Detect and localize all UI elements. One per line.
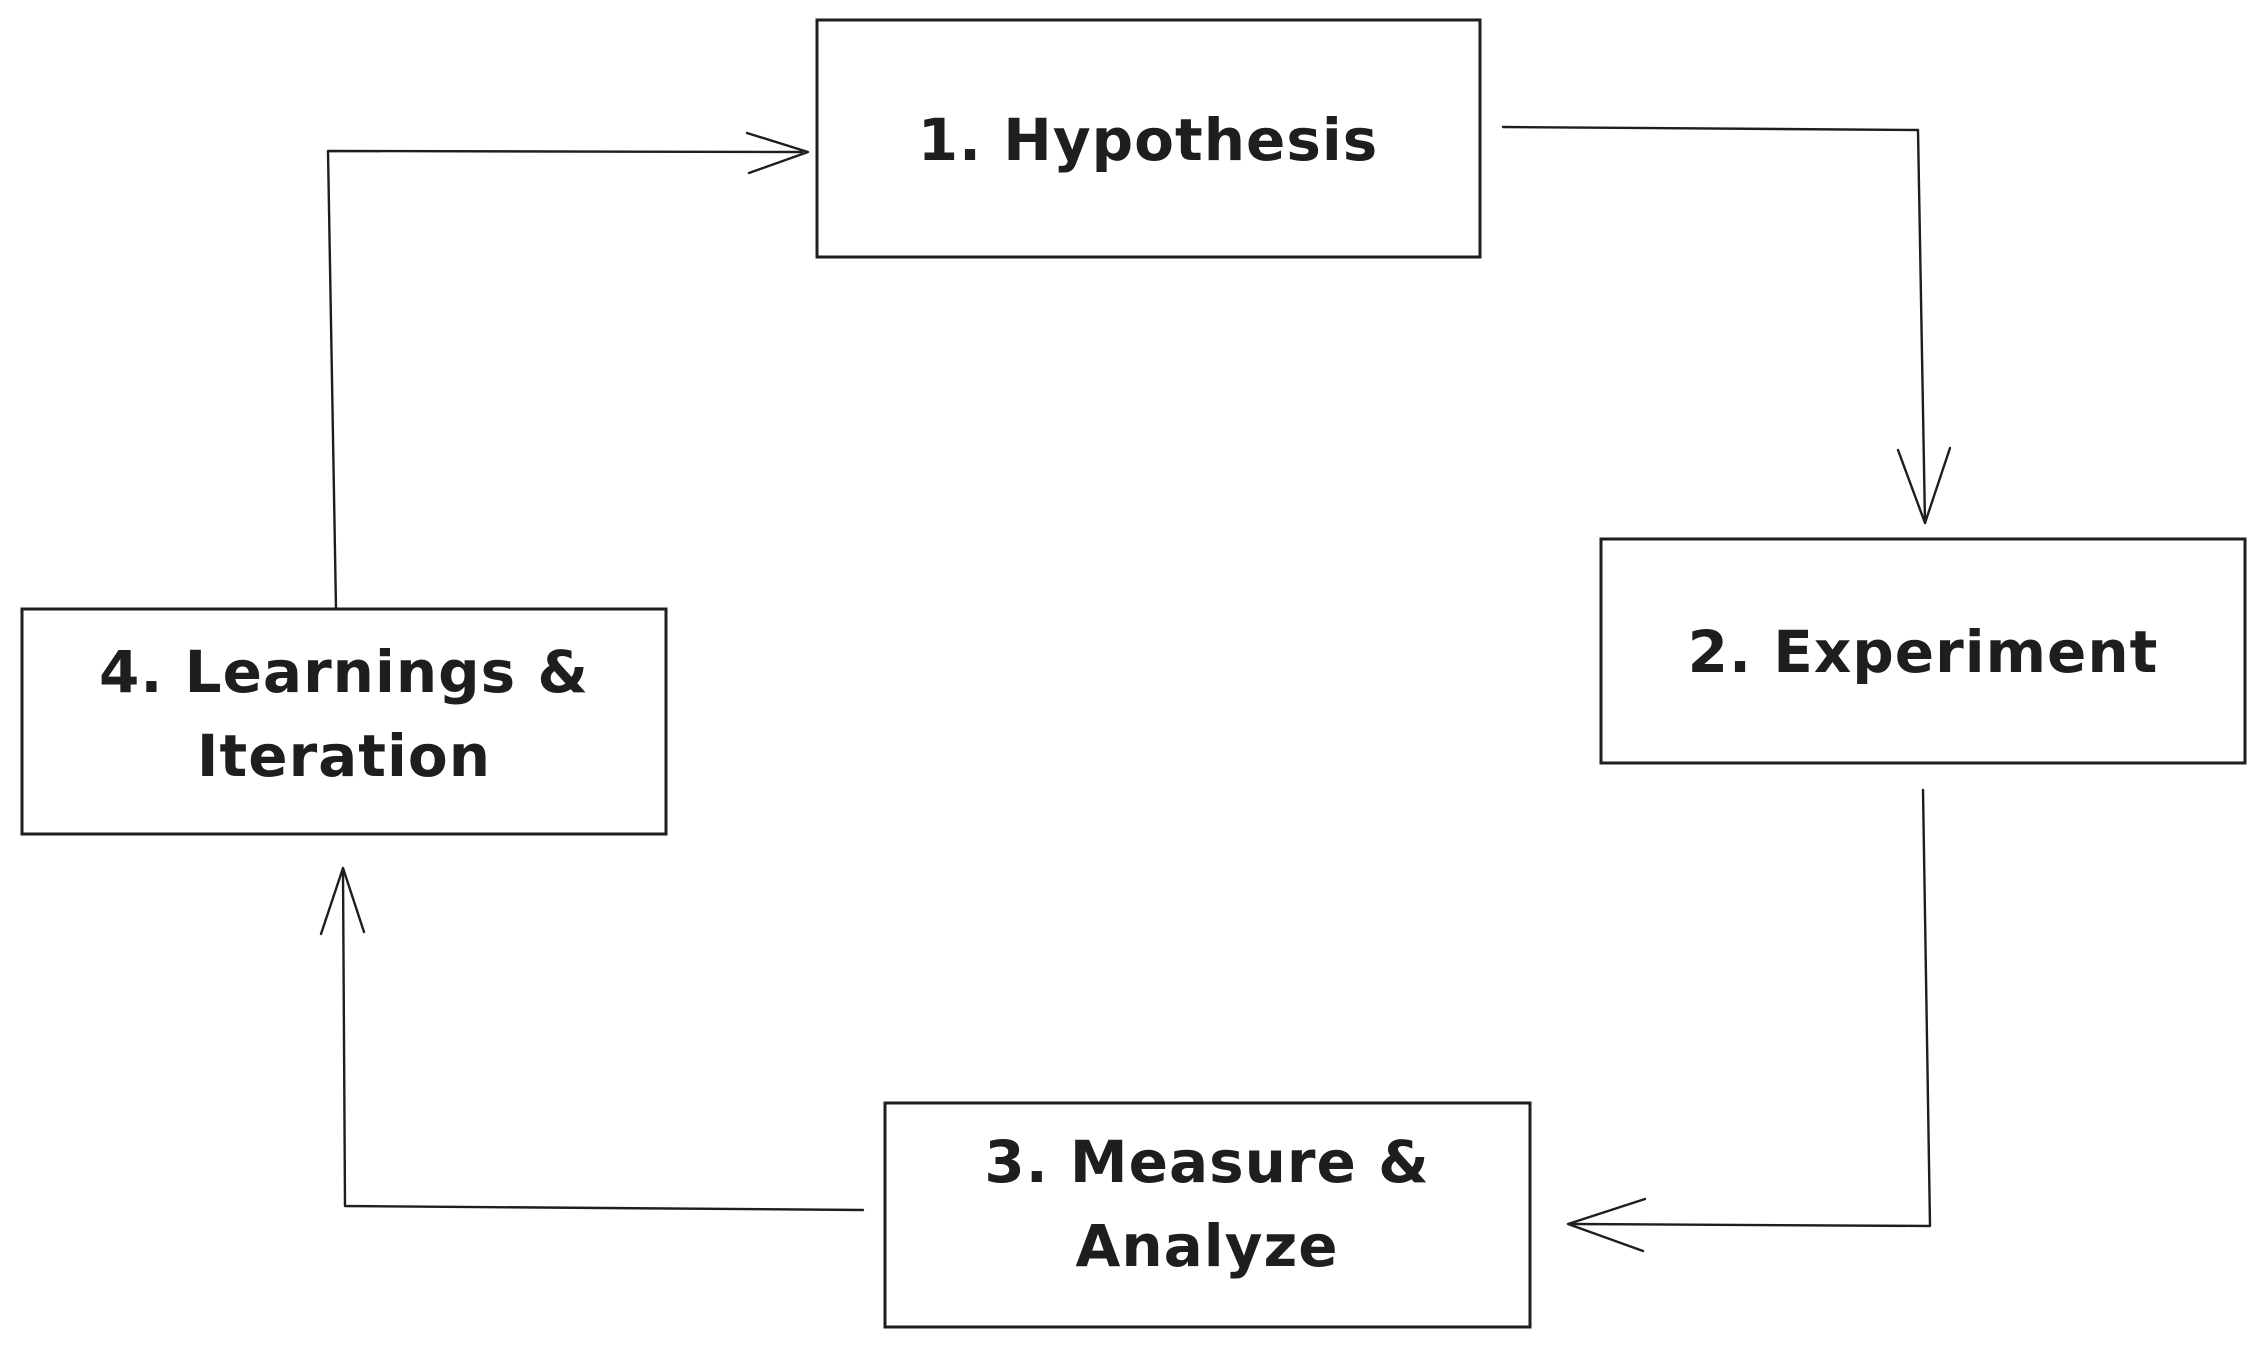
node-measure-analyze[interactable]: 3. Measure & Analyze [883,1101,1532,1329]
node-learnings-iteration[interactable]: 4. Learnings & Iteration [20,607,668,836]
arrow-line [1501,125,1927,525]
node-experiment-label: 2. Experiment [1688,618,2159,686]
node-measure-analyze-label-line2: Analyze [1075,1212,1338,1280]
arrow-hypothesis-to-experiment[interactable] [1501,125,1952,525]
node-experiment[interactable]: 2. Experiment [1599,537,2247,765]
node-hypothesis-label: 1. Hypothesis [918,106,1379,174]
arrow-line [1570,788,1932,1228]
node-hypothesis[interactable]: 1. Hypothesis [815,18,1482,259]
node-experiment-box[interactable] [1599,537,2247,765]
arrow-experiment-to-measure[interactable] [1566,788,1932,1253]
arrowhead-down-icon [1896,446,1952,525]
node-learnings-iteration-label-line2: Iteration [197,722,491,790]
node-learnings-iteration-box[interactable] [20,607,668,836]
arrow-measure-to-learnings[interactable] [319,866,865,1212]
node-measure-analyze-box[interactable] [883,1101,1532,1329]
arrowhead-left-icon [1566,1197,1647,1253]
arrowhead-up-icon [319,866,366,936]
arrow-line [326,149,804,611]
node-hypothesis-box[interactable] [815,18,1482,259]
arrow-learnings-to-hypothesis[interactable] [326,131,810,611]
arrow-line [341,870,865,1212]
arrowhead-right-icon [745,131,810,175]
node-learnings-iteration-label-line1: 4. Learnings & [99,638,589,706]
node-measure-analyze-label-line1: 3. Measure & [984,1128,1429,1196]
